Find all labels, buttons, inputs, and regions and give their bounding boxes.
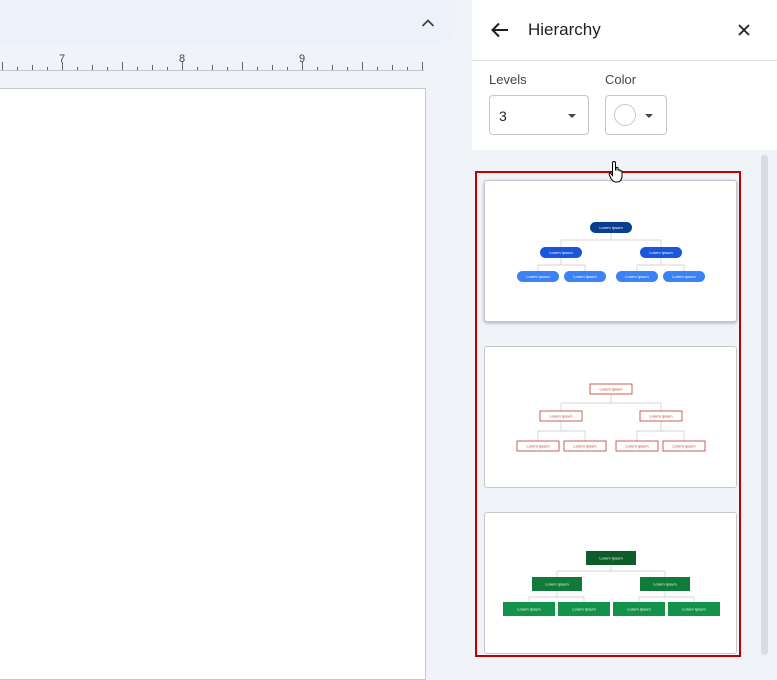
highlight-outline: [475, 171, 741, 657]
ruler-tick: [182, 62, 183, 70]
document-page[interactable]: [0, 88, 426, 680]
close-icon: [738, 24, 750, 36]
ruler-tick: [77, 67, 78, 70]
ruler-tick: [197, 67, 198, 70]
color-swatch: [614, 104, 636, 126]
panel-header: Hierarchy: [472, 0, 777, 61]
svg-text:Lorem ipsum: Lorem ipsum: [672, 444, 696, 449]
svg-text:Lorem Ipsum: Lorem Ipsum: [526, 274, 550, 279]
svg-text:Lorem Ipsum: Lorem Ipsum: [545, 582, 569, 587]
ruler-tick: [377, 67, 378, 70]
template-card-outlined[interactable]: Lorem ipsum Lorem ipsum Lorem ipsum Lore…: [484, 346, 737, 488]
svg-text:Lorem Ipsum: Lorem Ipsum: [599, 225, 623, 230]
ruler-tick: [137, 67, 138, 70]
levels-label: Levels: [489, 72, 527, 87]
dropdown-caret-icon: [645, 114, 653, 118]
ruler-tick: [47, 67, 48, 70]
dropdown-caret-icon: [568, 114, 576, 118]
svg-text:Lorem Ipsum: Lorem Ipsum: [682, 607, 706, 612]
template-list[interactable]: Lorem Ipsum Lorem Ipsum Lorem Ipsum Lore…: [472, 150, 777, 665]
ruler-label-7: 7: [58, 53, 66, 65]
template-card-box-filled[interactable]: Lorem Ipsum Lorem Ipsum Lorem Ipsum Lore…: [484, 512, 737, 654]
ruler-tick: [32, 65, 33, 70]
ruler-tick: [302, 62, 303, 70]
svg-text:Lorem ipsum: Lorem ipsum: [599, 387, 623, 392]
back-button[interactable]: [488, 18, 512, 42]
ruler-tick: [107, 67, 108, 70]
svg-text:Lorem ipsum: Lorem ipsum: [625, 444, 649, 449]
ruler-tick: [287, 67, 288, 70]
ruler-label-9: 9: [298, 53, 306, 65]
svg-text:Lorem Ipsum: Lorem Ipsum: [573, 274, 597, 279]
ruler-tick: [92, 65, 93, 70]
ruler-tick: [317, 67, 318, 70]
svg-text:Lorem Ipsum: Lorem Ipsum: [572, 607, 596, 612]
ruler-tick: [362, 62, 363, 70]
ruler-tick: [347, 67, 348, 70]
hierarchy-preview-outlined: Lorem ipsum Lorem ipsum Lorem ipsum Lore…: [516, 383, 706, 452]
hierarchy-preview-pill: Lorem Ipsum Lorem Ipsum Lorem Ipsum Lore…: [517, 222, 705, 282]
ruler-tick: [332, 65, 333, 70]
ruler-tick: [227, 67, 228, 70]
scrollbar-thumb[interactable]: [761, 155, 768, 655]
svg-text:Lorem ipsum: Lorem ipsum: [549, 414, 573, 419]
levels-dropdown[interactable]: 3: [489, 95, 589, 135]
hierarchy-panel: Hierarchy Levels 3 Color: [472, 0, 777, 665]
levels-value: 3: [499, 108, 507, 124]
document-top-bar: [0, 0, 456, 44]
horizontal-ruler[interactable]: 7 8 9: [0, 46, 424, 72]
color-dropdown[interactable]: [605, 95, 667, 135]
arrow-back-icon: [491, 22, 508, 38]
ruler-tick: [62, 62, 63, 70]
ruler-tick: [272, 65, 273, 70]
collapse-menus-button[interactable]: [412, 10, 444, 36]
svg-text:Lorem Ipsum: Lorem Ipsum: [517, 607, 541, 612]
svg-text:Lorem Ipsum: Lorem Ipsum: [653, 582, 677, 587]
ruler-tick: [167, 67, 168, 70]
ruler-tick: [422, 62, 423, 70]
ruler-tick: [257, 67, 258, 70]
svg-text:Lorem Ipsum: Lorem Ipsum: [549, 250, 573, 255]
svg-text:Lorem Ipsum: Lorem Ipsum: [649, 250, 673, 255]
ruler-baseline: [0, 70, 424, 71]
ruler-tick: [212, 65, 213, 70]
ruler-tick: [2, 62, 3, 70]
hierarchy-preview-box: Lorem Ipsum Lorem Ipsum Lorem Ipsum Lore…: [503, 551, 720, 616]
svg-text:Lorem ipsum: Lorem ipsum: [649, 414, 673, 419]
panel-title: Hierarchy: [528, 20, 601, 39]
svg-text:Lorem Ipsum: Lorem Ipsum: [599, 556, 623, 561]
ruler-tick: [392, 65, 393, 70]
svg-text:Lorem Ipsum: Lorem Ipsum: [625, 274, 649, 279]
ruler-tick: [122, 62, 123, 70]
chevron-up-icon: [421, 19, 435, 27]
color-label: Color: [605, 72, 637, 87]
svg-text:Lorem ipsum: Lorem ipsum: [573, 444, 597, 449]
svg-text:Lorem Ipsum: Lorem Ipsum: [672, 274, 696, 279]
ruler-tick: [407, 67, 408, 70]
svg-text:Lorem ipsum: Lorem ipsum: [526, 444, 550, 449]
close-button[interactable]: [734, 20, 754, 40]
ruler-label-8: 8: [178, 53, 186, 65]
ruler-tick: [242, 62, 243, 70]
svg-text:Lorem Ipsum: Lorem Ipsum: [627, 607, 651, 612]
ruler-tick: [152, 65, 153, 70]
template-card-pill[interactable]: Lorem Ipsum Lorem Ipsum Lorem Ipsum Lore…: [484, 180, 737, 322]
ruler-tick: [17, 67, 18, 70]
